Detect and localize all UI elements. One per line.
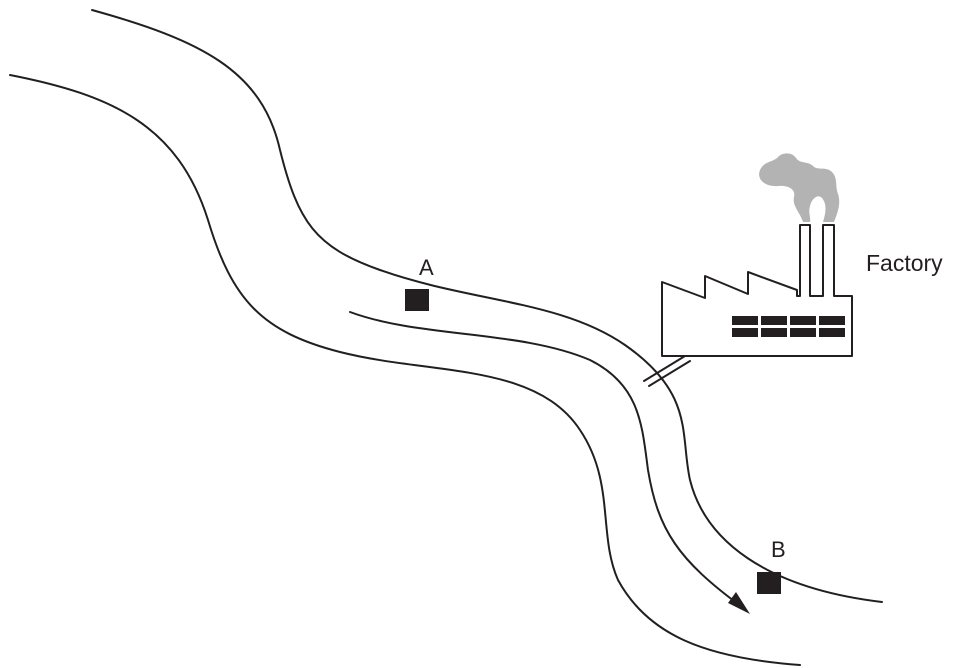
discharge-pipe-upper (643, 355, 686, 382)
smoke-icon (759, 153, 840, 222)
factory-building (661, 224, 853, 357)
flow-arrow-icon (728, 592, 750, 614)
discharge-pipe-lower (648, 360, 691, 387)
flow-line (349, 311, 743, 608)
factory-label: Factory (866, 250, 943, 276)
factory-windows (732, 316, 845, 337)
sampling-site-a-marker (405, 289, 429, 311)
river-bank-lower (9, 74, 801, 666)
sampling-site-b-marker (757, 572, 781, 594)
river-bank-upper (91, 9, 883, 603)
point-b-label: B (771, 537, 786, 562)
point-a-label: A (419, 255, 434, 280)
